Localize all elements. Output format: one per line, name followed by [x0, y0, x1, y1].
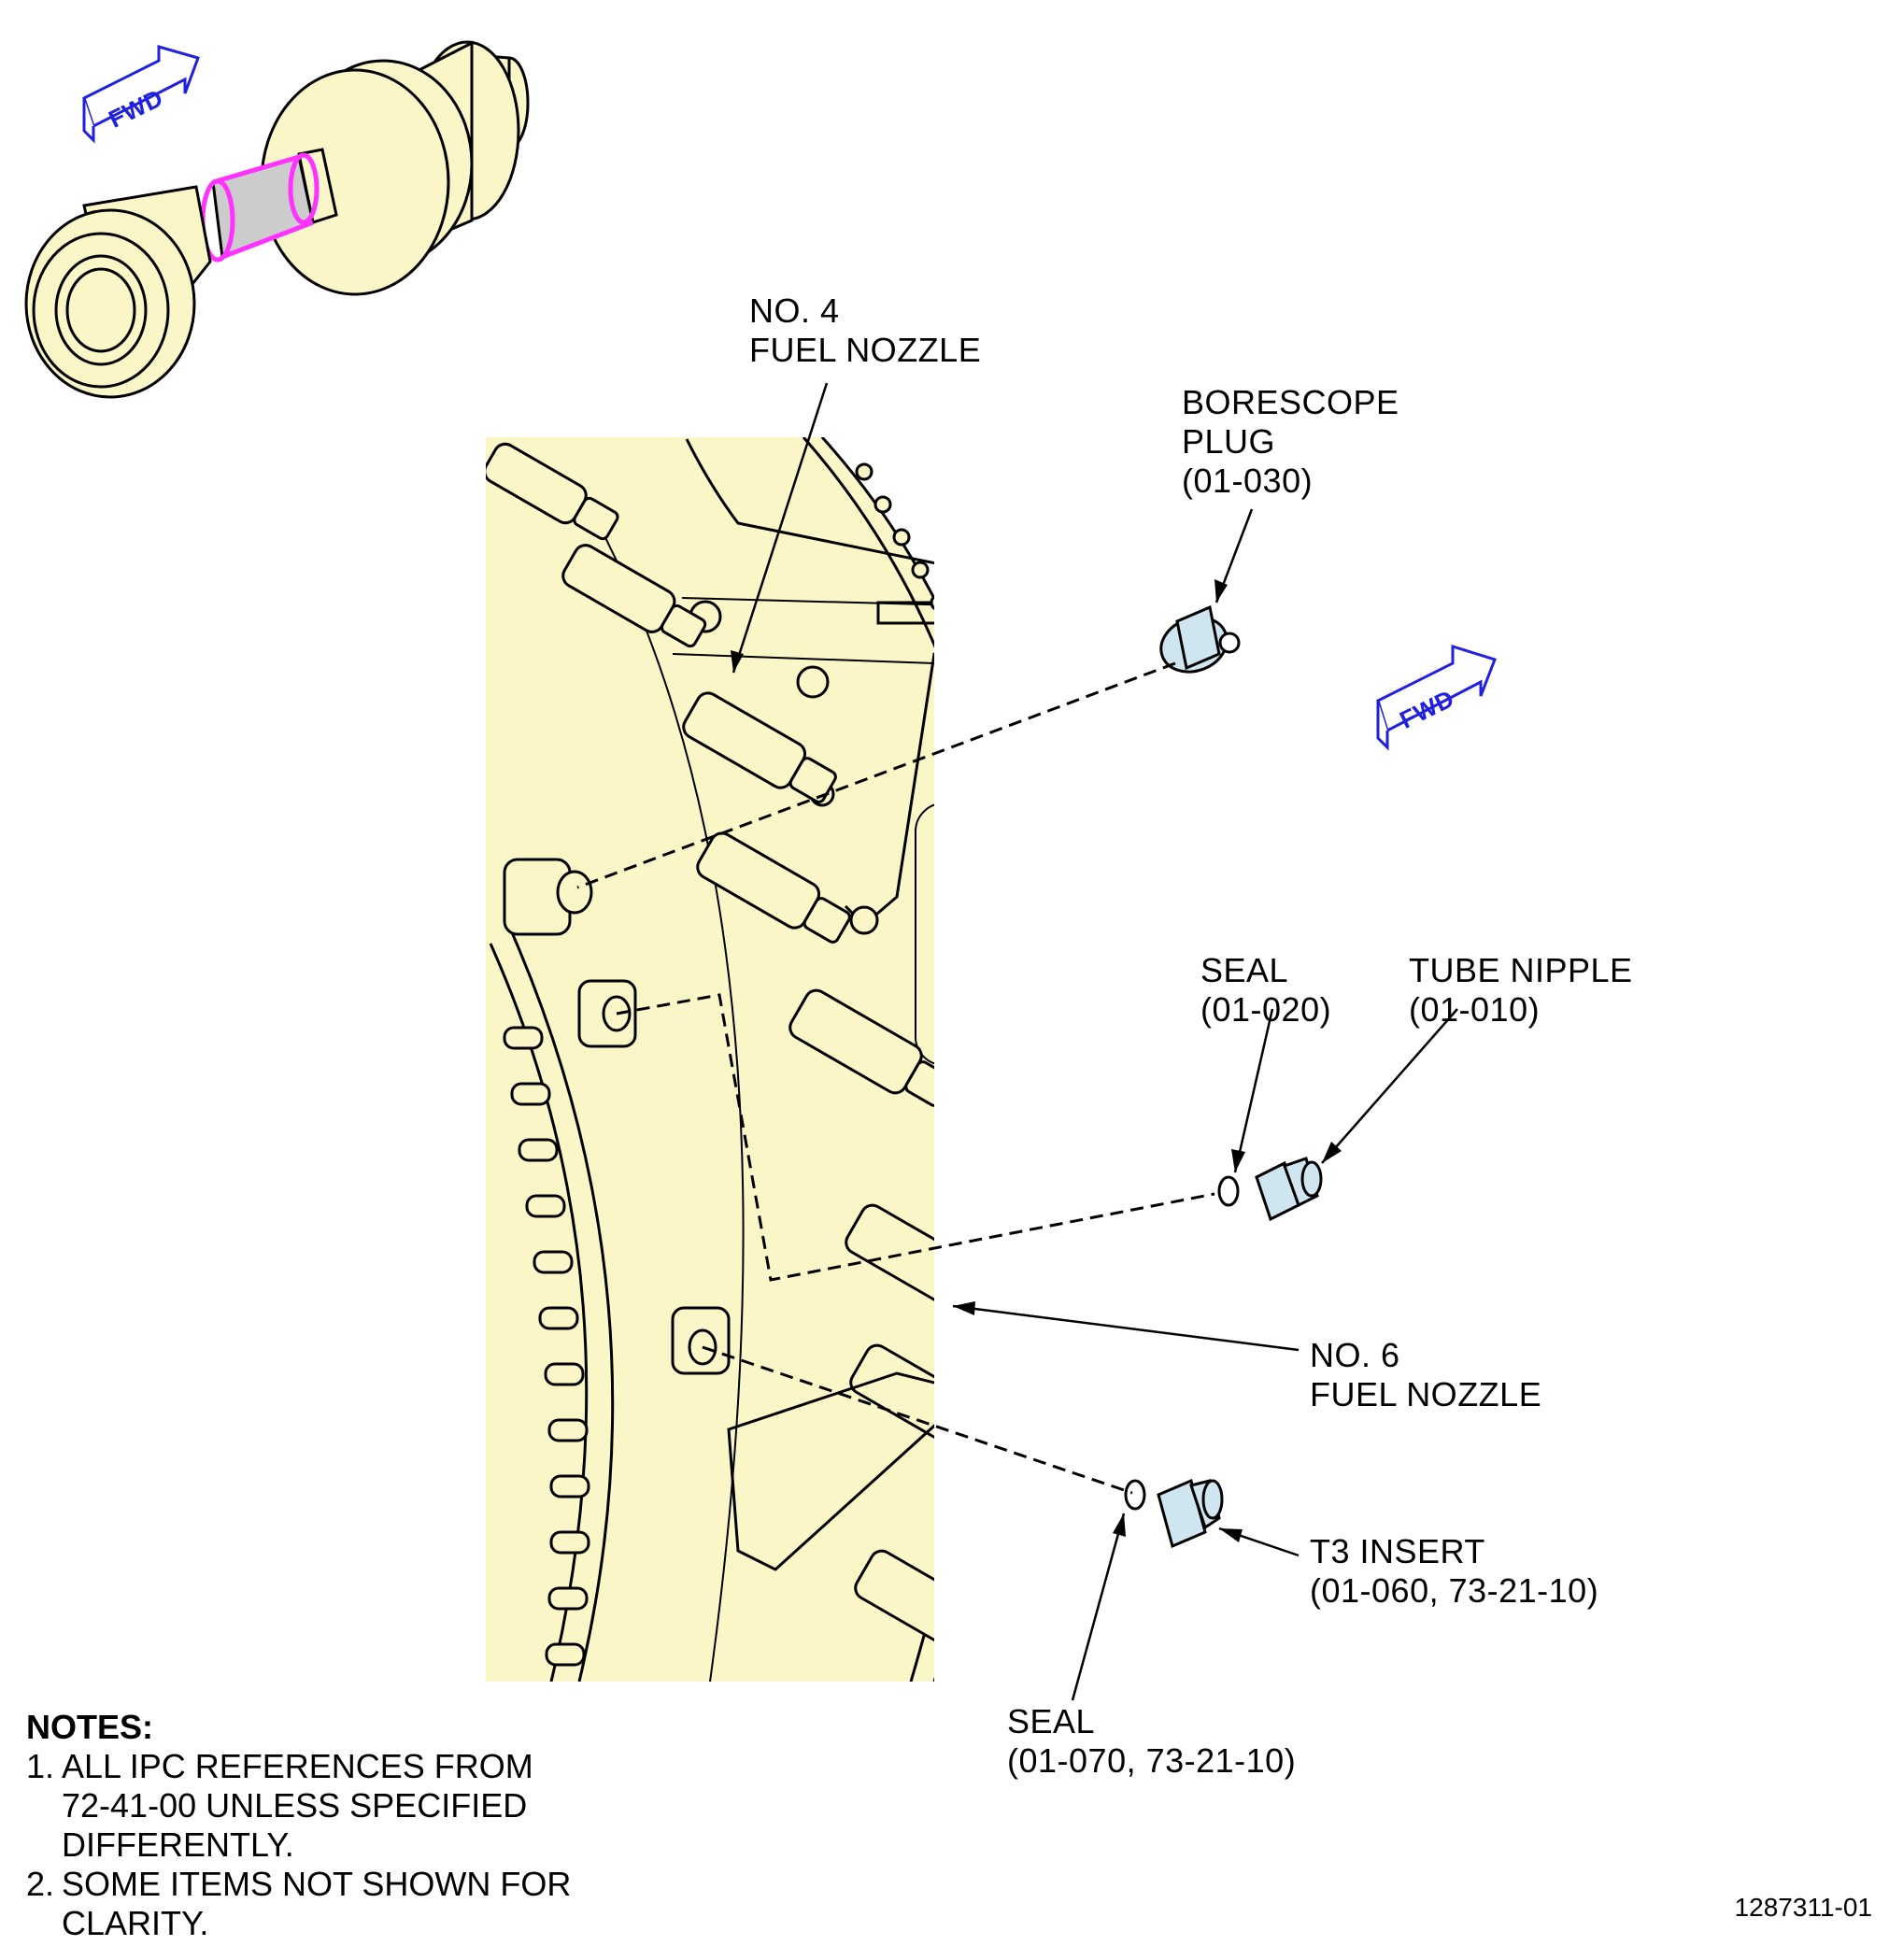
- note-number: 1.: [26, 1747, 55, 1785]
- callout-line: SEAL: [1007, 1702, 1096, 1740]
- callout-no4-fuel-nozzle: NO. 4 FUEL NOZZLE: [749, 291, 981, 370]
- figure-number: 1287311-01: [1734, 1893, 1872, 1922]
- note-text: ALL IPC REFERENCES FROM 72-41-00 UNLESS …: [62, 1747, 533, 1864]
- callout-line: TUBE NIPPLE: [1409, 951, 1633, 989]
- callout-line: FUEL NOZZLE: [1310, 1375, 1542, 1413]
- installation-lines: [576, 661, 1215, 1495]
- notes-title: NOTES:: [26, 1708, 154, 1746]
- callout-line: (01-070, 73-21-10): [1007, 1741, 1297, 1780]
- callout-seal-01-020: SEAL (01-020): [1200, 951, 1331, 1030]
- engine-locator: [24, 40, 530, 399]
- callout-line: (01-030): [1182, 462, 1314, 500]
- note-number: 2.: [26, 1865, 55, 1903]
- note-text: SOME ITEMS NOT SHOWN FOR CLARITY.: [62, 1865, 572, 1942]
- callout-line: (01-010): [1409, 990, 1541, 1029]
- callout-line: BORESCOPE: [1182, 383, 1399, 421]
- callout-line: T3 INSERT: [1310, 1532, 1485, 1570]
- t3-insert-part: [1157, 1478, 1224, 1549]
- leader-arrowheads: [731, 579, 1342, 1542]
- combustor-case-view: [486, 437, 934, 1682]
- callout-line: FUEL NOZZLE: [749, 331, 982, 369]
- callout-borescope-plug: BORESCOPE PLUG (01-030): [1182, 383, 1399, 501]
- notes-block: NOTES: 1. ALL IPC REFERENCES FROM 72-41-…: [26, 1708, 585, 1943]
- callout-t3-insert: T3 INSERT (01-060, 73-21-10): [1310, 1532, 1598, 1611]
- callout-line: NO. 4: [749, 291, 840, 330]
- callout-line: (01-020): [1200, 990, 1332, 1029]
- fwd-arrow-icon: [82, 45, 200, 144]
- seal-01-020-part: [1217, 1175, 1240, 1207]
- borescope-plug-part: [1159, 604, 1241, 674]
- callout-tube-nipple: TUBE NIPPLE (01-010): [1409, 951, 1633, 1030]
- seal-01-070-part: [1124, 1479, 1146, 1511]
- tube-nipple-part: [1255, 1157, 1323, 1222]
- note-item: 2. SOME ITEMS NOT SHOWN FOR CLARITY.: [26, 1865, 585, 1943]
- leader-lines: [731, 382, 1458, 1701]
- callout-line: (01-060, 73-21-10): [1310, 1571, 1599, 1610]
- callout-line: NO. 6: [1310, 1336, 1400, 1374]
- fwd-arrow-icon: [1376, 644, 1497, 751]
- note-item: 1. ALL IPC REFERENCES FROM 72-41-00 UNLE…: [26, 1747, 585, 1865]
- callout-no6-fuel-nozzle: NO. 6 FUEL NOZZLE: [1310, 1336, 1541, 1414]
- callout-seal-01-070: SEAL (01-070, 73-21-10): [1007, 1702, 1296, 1781]
- callout-line: PLUG: [1182, 422, 1276, 461]
- callout-line: SEAL: [1200, 951, 1289, 989]
